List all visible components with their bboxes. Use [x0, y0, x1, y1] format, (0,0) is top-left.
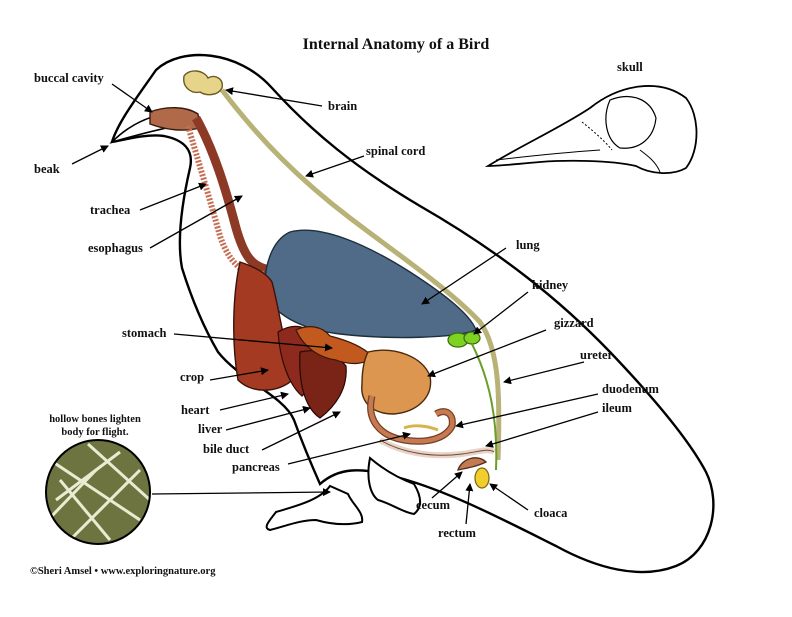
inset-caption: hollow bones lighten body for flight. [30, 413, 160, 439]
label-pancreas: pancreas [232, 460, 280, 474]
ileum-loop-edge [379, 439, 495, 456]
label-esophagus: esophagus [88, 241, 143, 255]
label-liver: liver [198, 422, 223, 436]
label-heart: heart [181, 403, 210, 417]
label-trachea: trachea [90, 203, 131, 217]
inset-caption-line-2: body for flight. [61, 427, 129, 438]
credit-line: ©Sheri Amsel • www.exploringnature.org [30, 566, 216, 577]
label-lung: lung [516, 238, 540, 252]
label-duodenum: duodenum [602, 382, 659, 396]
label-spinal-cord: spinal cord [366, 144, 426, 158]
pancreas-shape [403, 424, 439, 432]
label-beak: beak [34, 162, 60, 176]
label-kidney: kidney [532, 278, 569, 292]
label-rectum: rectum [438, 526, 476, 540]
buccal-cavity [149, 107, 201, 131]
label-bile-duct: bile duct [203, 442, 250, 456]
inset-caption-line-1: hollow bones lighten [49, 414, 141, 425]
gizzard-shape [361, 349, 432, 415]
label-crop: crop [180, 370, 205, 384]
foot-left [265, 484, 364, 532]
label-stomach: stomach [122, 326, 167, 340]
brain-shape [183, 70, 223, 96]
label-gizzard: gizzard [554, 316, 594, 330]
spinal-cord-tube [220, 88, 502, 461]
diagram-title: Internal Anatomy of a Bird [302, 36, 490, 53]
label-brain: brain [328, 99, 358, 113]
label-skull: skull [617, 60, 643, 74]
lung-shape [264, 229, 477, 339]
foot-right [367, 456, 421, 516]
kidney-shape-2 [463, 331, 481, 345]
label-cloaca: cloaca [534, 506, 568, 520]
label-cecum: cecum [416, 498, 451, 512]
label-ileum: ileum [602, 401, 632, 415]
skull-drawing [484, 85, 698, 174]
pointer-lines [71, 83, 599, 525]
cecum-shape [456, 457, 488, 471]
hollow-bone-inset [45, 439, 151, 545]
body-outline [110, 53, 715, 574]
esophagus-tube [192, 115, 273, 275]
label-buccal-cavity: buccal cavity [34, 71, 104, 85]
label-ureter: ureter [580, 348, 614, 362]
intestine-loop-inner [368, 395, 455, 444]
cloaca-shape [474, 467, 490, 489]
